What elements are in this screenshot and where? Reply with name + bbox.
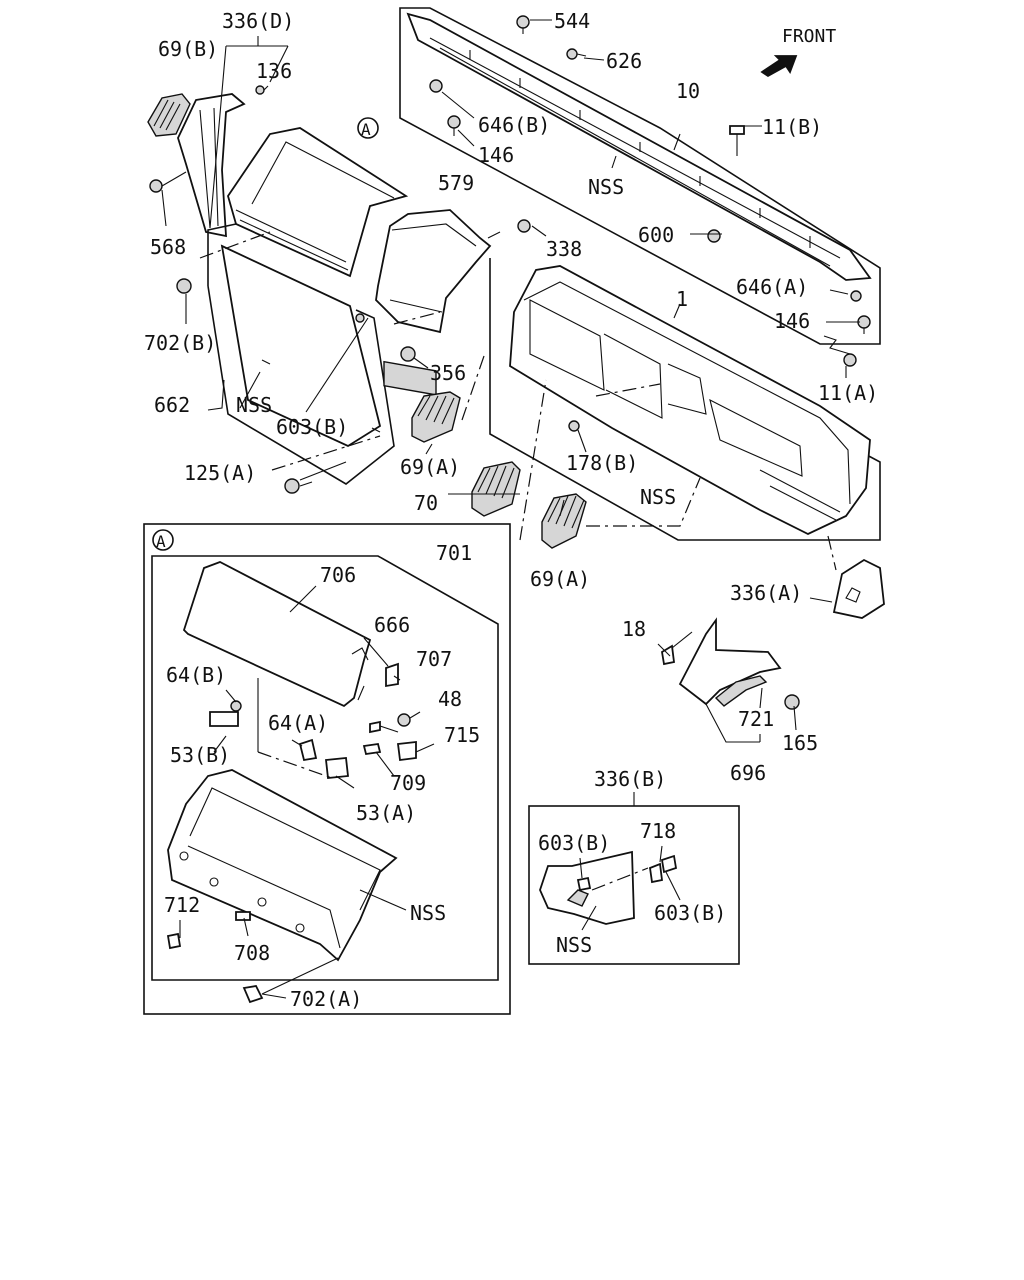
label-356: 356: [430, 361, 466, 385]
label-696-bracket: [705, 703, 761, 743]
lower-trim-panel: [220, 244, 382, 448]
fasteners: [149, 15, 871, 710]
callout-a-letter-top: A: [361, 120, 371, 139]
label-603b-1: 603(B): [276, 415, 348, 439]
panel-1-outline: [489, 258, 881, 541]
label-666: 666: [374, 613, 410, 637]
label-712: 712: [164, 893, 200, 917]
label-10: 10: [676, 79, 700, 103]
label-64b: 64(B): [166, 663, 226, 687]
inset-336b-fasteners: [576, 845, 681, 931]
callout-a-letter-inset: A: [156, 532, 166, 551]
label-696: 696: [730, 761, 766, 785]
assembly-10-outline: [399, 7, 881, 345]
label-136: 136: [256, 59, 292, 83]
label-nss-4: NSS: [556, 933, 592, 957]
inset-a-box: [143, 523, 511, 1015]
label-708: 708: [234, 941, 270, 965]
vent-69a-left: [411, 391, 461, 443]
label-70: 70: [414, 491, 438, 515]
label-603b-3: 603(B): [654, 901, 726, 925]
part-labels: 336(D) 69(B) 136 568 702(B) 662 NSS 603(…: [144, 9, 878, 1011]
label-544: 544: [554, 9, 590, 33]
label-626: 626: [606, 49, 642, 73]
glovebox-bin: [167, 769, 398, 962]
vent-69b: [147, 93, 191, 137]
label-178b: 178(B): [566, 451, 638, 475]
label-568: 568: [150, 235, 186, 259]
label-165: 165: [782, 731, 818, 755]
defroster-rail: [406, 12, 872, 281]
label-707: 707: [416, 647, 452, 671]
label-53b: 53(B): [170, 743, 230, 767]
inset-leader-lines: [179, 585, 435, 999]
inset-fasteners: [166, 662, 417, 1004]
label-336d: 336(D): [222, 9, 294, 33]
instrument-panel-1: [509, 265, 871, 536]
side-panel-336d: [177, 93, 246, 238]
label-646b: 646(B): [478, 113, 550, 137]
label-718: 718: [640, 819, 676, 843]
end-cap-336a: [832, 558, 885, 619]
label-721: 721: [738, 707, 774, 731]
label-69b: 69(B): [158, 37, 218, 61]
label-701: 701: [436, 541, 472, 565]
panel-662-outline: [207, 223, 395, 485]
dash-lines: [199, 231, 837, 571]
label-11b: 11(B): [762, 115, 822, 139]
label-579: 579: [438, 171, 474, 195]
glovebox-door-706: [182, 561, 372, 708]
label-706: 706: [320, 563, 356, 587]
label-53a: 53(A): [356, 801, 416, 825]
label-646a: 646(A): [736, 275, 808, 299]
label-702b: 702(B): [144, 331, 216, 355]
label-146-2: 146: [774, 309, 810, 333]
bracket-696: [678, 617, 782, 707]
label-336a: 336(A): [730, 581, 802, 605]
label-18: 18: [622, 617, 646, 641]
label-1: 1: [676, 287, 688, 311]
label-338: 338: [546, 237, 582, 261]
label-69a-2: 69(A): [530, 567, 590, 591]
front-label: FRONT: [782, 26, 836, 47]
label-715: 715: [444, 723, 480, 747]
label-nss-5: NSS: [410, 901, 446, 925]
assembly-701-outline: [151, 555, 499, 981]
label-nss-2: NSS: [588, 175, 624, 199]
front-arrow-icon: [760, 55, 798, 78]
leader-lines-top: [161, 19, 860, 731]
label-702a: 702(A): [290, 987, 362, 1011]
label-64a: 64(A): [268, 711, 328, 735]
label-nss-3: NSS: [640, 485, 676, 509]
callout-a-circle-inset: [152, 529, 174, 551]
callout-a-circle: [357, 117, 379, 139]
label-600: 600: [638, 223, 674, 247]
label-662: 662: [154, 393, 190, 417]
label-709: 709: [390, 771, 426, 795]
label-69a-1: 69(A): [400, 455, 460, 479]
label-336b: 336(B): [594, 767, 666, 791]
label-146-1: 146: [478, 143, 514, 167]
label-603b-2: 603(B): [538, 831, 610, 855]
label-125a: 125(A): [184, 461, 256, 485]
glovebox-housing: [227, 127, 409, 278]
duct-579: [375, 209, 492, 396]
label-48: 48: [438, 687, 462, 711]
vent-70: [471, 461, 521, 517]
label-11a: 11(A): [818, 381, 878, 405]
label-nss-1: NSS: [236, 393, 272, 417]
